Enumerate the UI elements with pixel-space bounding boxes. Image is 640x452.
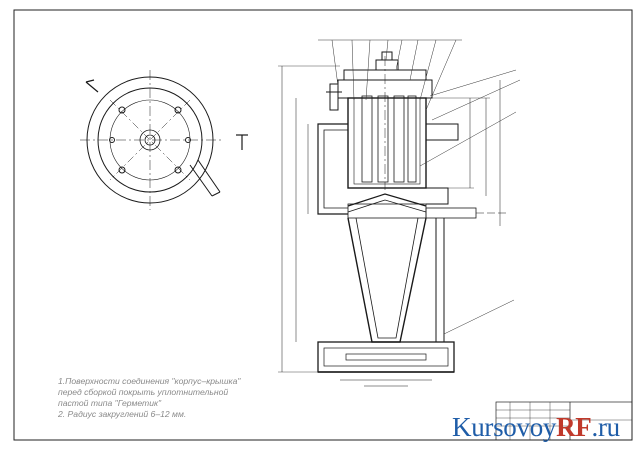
watermark: KursovoyRF.ru	[452, 412, 620, 442]
watermark-part-3: .ru	[591, 412, 621, 442]
watermark-part-2: RF	[556, 412, 592, 442]
note-line-4: 2. Радиус закруглений 6–12 мм.	[58, 409, 187, 419]
title-block	[495, 401, 633, 441]
watermark-part-1: Kursovoy	[452, 412, 557, 442]
note-line-1: 1.Поверхности соединения "корпус–крышка"	[58, 376, 241, 386]
section-view	[278, 51, 508, 387]
note-line-3: пастой типа "Герметик"	[58, 398, 162, 408]
top-view	[80, 70, 248, 210]
drawing-notes: 1.Поверхности соединения "корпус–крышка"…	[58, 376, 318, 420]
note-line-2: перед сборкой покрыть уплотнительной	[58, 387, 229, 397]
sheet-border	[13, 9, 633, 441]
leader-lines	[318, 39, 521, 335]
